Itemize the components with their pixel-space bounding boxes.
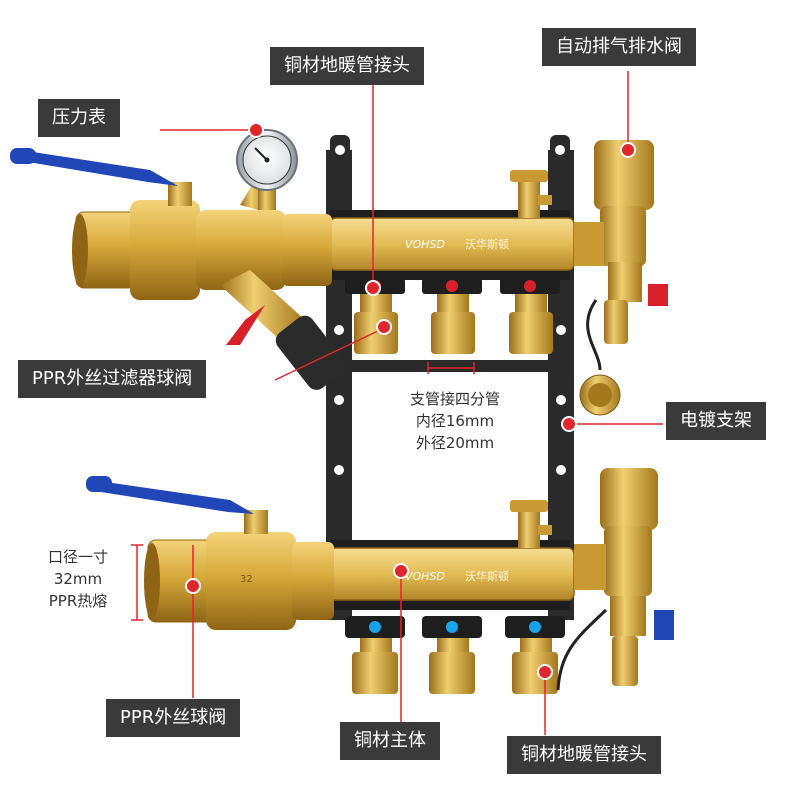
top-brand-mark: VOHSD bbox=[405, 238, 445, 251]
top-brand-cn: 沃华斯顿 bbox=[465, 237, 509, 251]
bottom-brand-cn: 沃华斯顿 bbox=[465, 569, 509, 583]
label-pressure-gauge: 压力表 bbox=[38, 99, 120, 137]
auto-vent-valve bbox=[574, 140, 668, 416]
label-top-connector: 铜材地暖管接头 bbox=[270, 47, 424, 85]
branch-note-line-2: 内径16mm bbox=[415, 412, 495, 430]
filter-ball-valve bbox=[10, 148, 346, 390]
label-auto-vent: 自动排气排水阀 bbox=[542, 28, 696, 66]
branch-note-line-1: 支管接四分管 bbox=[409, 390, 500, 408]
label-body: 铜材主体 bbox=[340, 722, 440, 760]
lower-vent-valve bbox=[556, 468, 674, 691]
inlet-note-line-3: PPR热熔 bbox=[48, 592, 108, 610]
top-manifold-bar: VOHSD 沃华斯顿 bbox=[329, 217, 575, 271]
callout-dots bbox=[185, 122, 636, 680]
dimension-ticks bbox=[131, 362, 475, 621]
branch-pipe-note: 支管接四分管 内径16mm 外径20mm bbox=[390, 388, 520, 454]
inlet-note-line-2: 32mm bbox=[53, 570, 103, 588]
callout-lines bbox=[160, 71, 663, 735]
bottom-manifold-bar: VOHSD 沃华斯顿 bbox=[329, 547, 575, 601]
bottom-bleed-fitting bbox=[510, 500, 552, 548]
inlet-size-note: 口径一寸 32mm PPR热熔 bbox=[28, 546, 128, 612]
label-ball-valve: PPR外丝球阀 bbox=[106, 699, 241, 737]
top-bleed-fitting bbox=[510, 170, 552, 218]
label-bracket: 电镀支架 bbox=[666, 402, 766, 440]
branch-note-line-3: 外径20mm bbox=[415, 434, 495, 452]
pressure-gauge bbox=[236, 129, 298, 210]
bottom-brand-mark: VOHSD bbox=[405, 570, 445, 583]
label-filter-valve: PPR外丝过滤器球阀 bbox=[18, 360, 207, 398]
bottom-branch-valves bbox=[345, 616, 565, 694]
label-bottom-connector: 铜材地暖管接头 bbox=[507, 736, 661, 774]
ppr-ball-valve: 32 bbox=[86, 476, 334, 630]
inlet-note-line-1: 口径一寸 bbox=[47, 548, 108, 566]
pipe-stamp: 32 bbox=[240, 574, 253, 585]
